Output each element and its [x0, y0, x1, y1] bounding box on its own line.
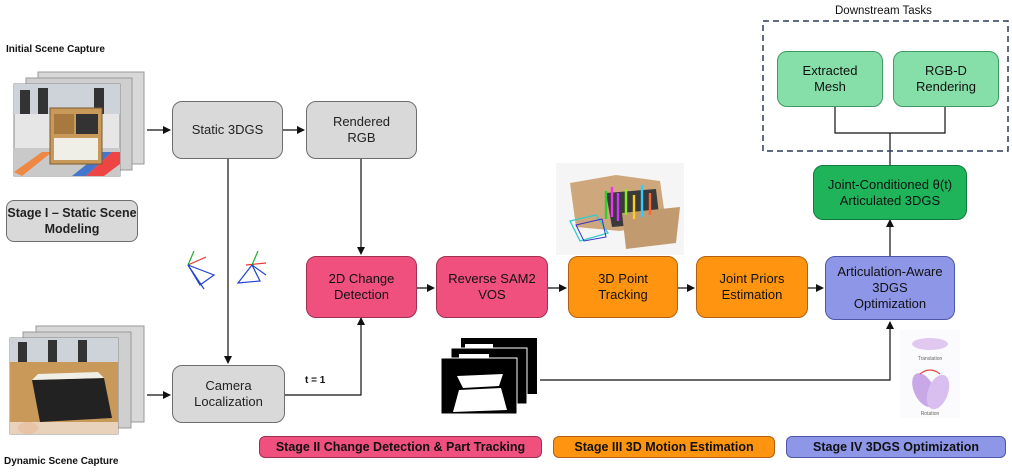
arrow-mask-to-opt [540, 321, 894, 381]
arrow-camera-to-change [285, 317, 365, 396]
stage1-label: Stage I – Static Scene Modeling [6, 200, 138, 242]
mask-stack-icon [441, 338, 537, 415]
joint-priors-node: Joint Priors Estimation [696, 256, 808, 318]
change-detection-node: 2D Change Detection [306, 256, 417, 318]
camera-localization-node: Camera Localization [172, 365, 285, 423]
downstream-dashed-box [762, 20, 1009, 152]
translation-text: Translation [918, 356, 943, 362]
static-3dgs-node: Static 3DGS [172, 101, 283, 159]
t-equals-label: t = 1 [305, 375, 326, 386]
cabinet-photo-stack [13, 71, 145, 177]
dynamic-capture-label: Dynamic Scene Capture [4, 456, 119, 467]
open-drawer-photo-stack [9, 325, 145, 435]
line-downstream-branch [834, 107, 946, 134]
articulation-optimization-node: Articulation-Aware 3DGS Optimization [825, 256, 955, 320]
reverse-sam2-node: Reverse SAM2 VOS [436, 256, 548, 318]
legend-stage4: Stage IV 3DGS Optimization [786, 436, 1006, 458]
point-tracking-node: 3D Point Tracking [568, 256, 678, 318]
extracted-mesh-node: Extracted Mesh [777, 51, 883, 107]
motion-thumbnail: Translation Rotation [900, 330, 960, 418]
rgbd-rendering-node: RGB-D Rendering [893, 51, 999, 107]
camera-frustum-icon [187, 250, 267, 290]
legend-stage3: Stage III 3D Motion Estimation [553, 436, 775, 458]
rotation-text: Rotation [921, 411, 940, 417]
legend-stage2: Stage II Change Detection & Part Trackin… [259, 436, 542, 458]
downstream-title: Downstream Tasks [835, 5, 932, 17]
joint-conditioned-node: Joint-Conditioned θ(t) Articulated 3DGS [813, 165, 967, 220]
rendered-rgb-node: Rendered RGB [306, 101, 417, 159]
point-cloud-thumbnail [556, 163, 684, 255]
initial-capture-label: Initial Scene Capture [6, 44, 105, 55]
